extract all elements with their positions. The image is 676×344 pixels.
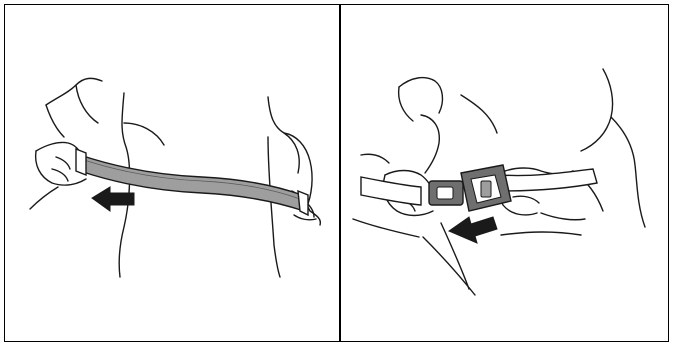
torso-left-outline [353,219,419,237]
torso-left-outline [119,93,129,277]
right-hand-outline [513,196,539,203]
left-shoulder-outline [76,85,98,123]
left-arm-outline [46,78,102,105]
panel-step-1 [6,5,338,341]
torso-right-outline [268,137,280,277]
left-wrist-outline [30,187,58,209]
torso-lower-outline [423,237,475,295]
left-arm-outline [46,105,64,137]
buckle-fastening-illustration [341,5,668,341]
strap-clip [76,149,86,175]
left-arm-outline [399,87,413,121]
buckle-tab [481,181,491,197]
buckle-slot [437,187,453,199]
upper-arm-outline [421,115,439,173]
chest-strap [501,169,597,191]
left-hand-outline [36,142,82,157]
left-hand-outline [56,157,70,169]
strap-lower-line [501,232,581,235]
left-hand-outline [52,169,68,181]
strap-around-chest-illustration [6,5,338,341]
left-arm-outline [399,78,442,113]
torso-right-outline [611,117,645,227]
chest-strap [361,177,421,205]
torso-left-outline [361,154,389,163]
arrow-left-icon [449,217,497,243]
torso-right-outline [268,97,299,173]
torso-outline [461,95,497,133]
panel-step-2 [341,5,668,341]
chest-contour [124,123,164,145]
right-wrist-outline [541,213,585,220]
right-hand-outline [294,215,316,220]
strap-end [298,191,308,215]
torso-right-outline [581,69,613,151]
